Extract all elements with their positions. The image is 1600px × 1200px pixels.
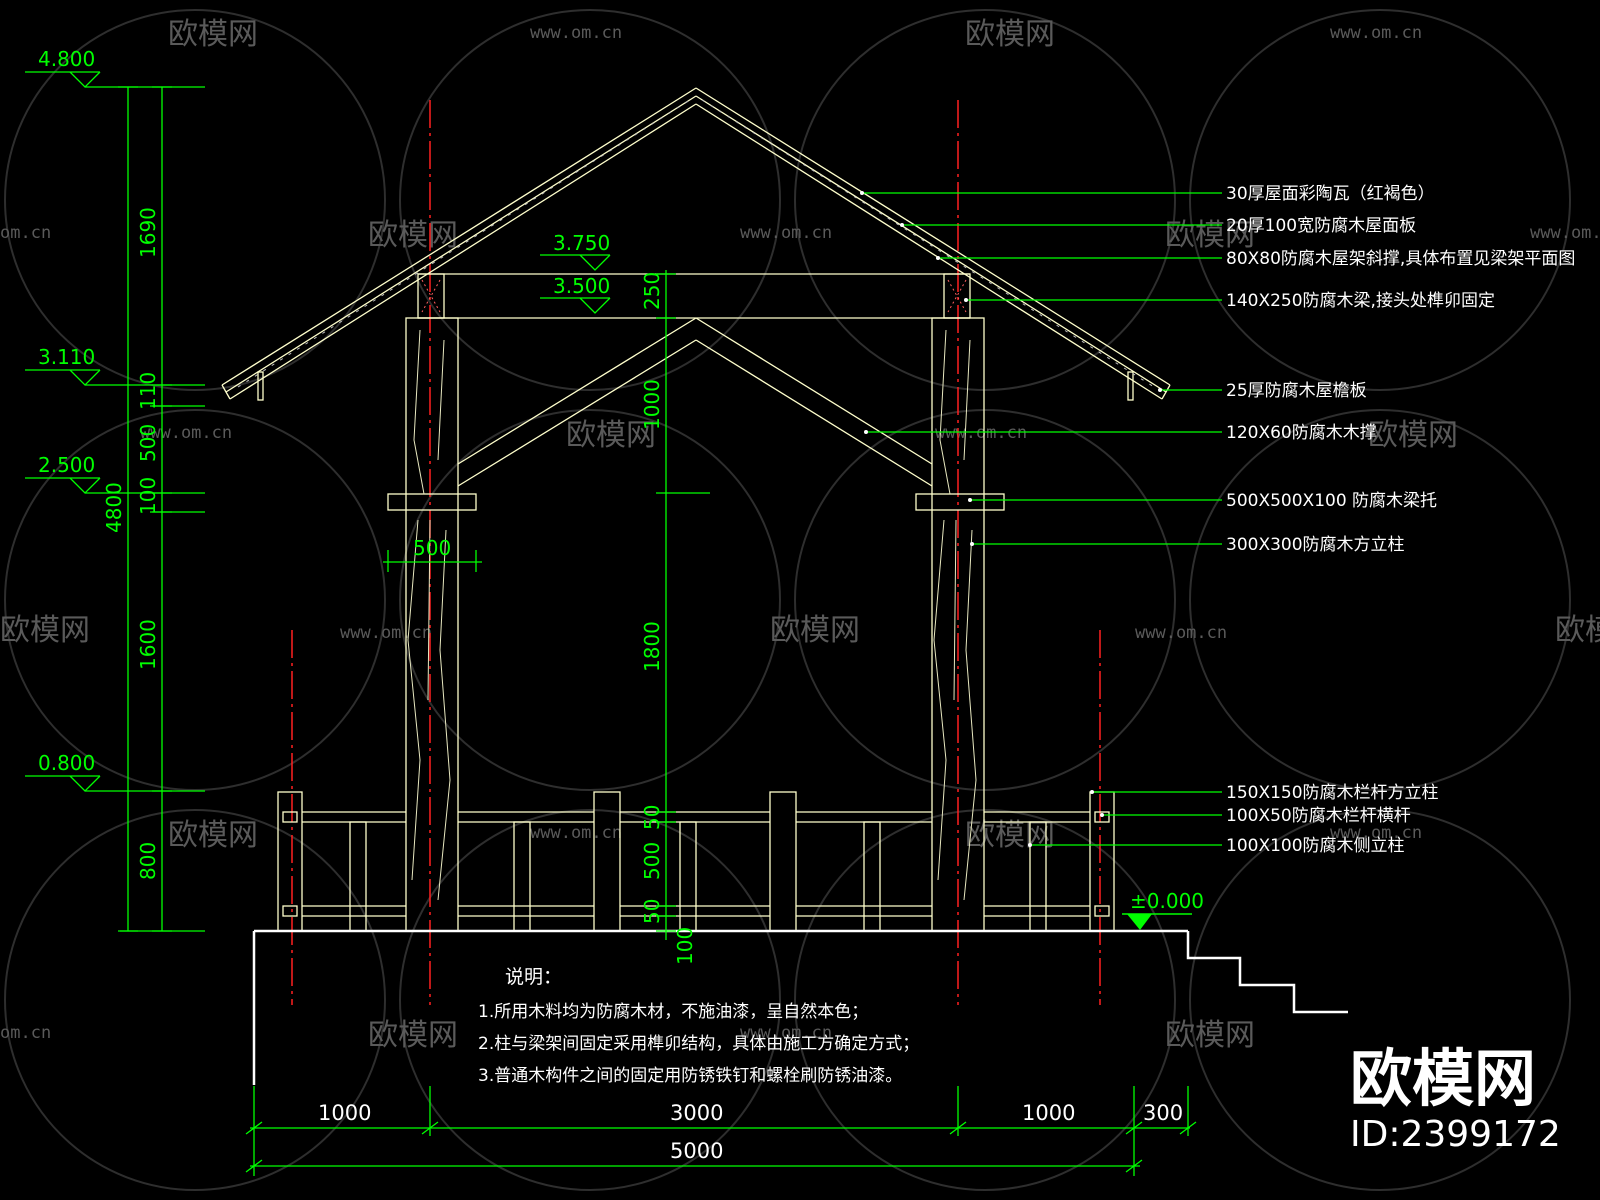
watermark-brand: 欧模网: [0, 613, 90, 648]
dim-1000-left: 1000: [318, 1101, 371, 1125]
dim-1800: 1800: [640, 621, 664, 672]
callout-rail-post: 150X150防腐木栏杆方立柱: [1226, 783, 1439, 803]
elevation-4800-label: 4.800: [38, 47, 95, 71]
watermark-url: www.om.cn: [740, 1023, 832, 1043]
watermark-url: www.om.cn: [140, 423, 232, 443]
column-grain: [407, 329, 977, 901]
dim-110: 110: [136, 372, 160, 410]
callout-eave-board: 25厚防腐木屋檐板: [1226, 381, 1367, 401]
watermark-brand: 欧模网: [1165, 218, 1255, 253]
railing: [277, 791, 1115, 932]
watermark-url: www.om.cn: [740, 223, 832, 243]
dim-100-base: 100: [673, 927, 697, 965]
elevation-0800-label: 0.800: [38, 751, 95, 775]
elevation-2500-label: 2.500: [38, 453, 95, 477]
watermark-brand: 欧模网: [1555, 613, 1600, 648]
elevation-marks: [25, 71, 611, 792]
callout-roof-tile: 30厚屋面彩陶瓦（红褐色）: [1226, 184, 1435, 204]
dim-50-bottom: 50: [640, 899, 664, 924]
dim-250: 250: [640, 272, 664, 310]
callout-main-beam: 140X250防腐木梁,接头处榫卯固定: [1226, 291, 1495, 311]
callout-strut: 120X60防腐木木撑: [1226, 423, 1377, 443]
watermark-url: www.om.cn: [1330, 23, 1422, 43]
elevation-zero-label: ±0.000: [1130, 889, 1204, 913]
datum-marker-icon: [1127, 914, 1152, 930]
dim-1600: 1600: [136, 619, 160, 670]
dim-1000: 1000: [640, 379, 664, 430]
watermark-url: om.cn: [0, 1023, 51, 1043]
watermark-brand: 欧模网: [1165, 1018, 1255, 1053]
callout-rail-bar: 100X50防腐木栏杆横杆: [1226, 806, 1411, 826]
dim-1000-right: 1000: [1022, 1101, 1075, 1125]
callout-leader-dots: [860, 191, 1162, 847]
brand-id: ID:2399172: [1350, 1114, 1561, 1155]
elevation-labels: 4.800 3.110 2.500 0.800 3.750 3.500: [38, 47, 610, 775]
dim-5000: 5000: [670, 1139, 723, 1163]
notes-item: 3.普通木构件之间的固定用防锈铁钉和螺栓刷防锈油漆。: [478, 1066, 902, 1086]
dim-800: 800: [136, 842, 160, 880]
watermark-url: www.om.cn: [530, 823, 622, 843]
watermark-text: 欧模网 欧模网 www.om.cn www.om.cn om.cn 欧模网 ww…: [0, 17, 1600, 1053]
dim-bracket-500: 500: [413, 536, 451, 560]
notes-item: 1.所用木料均为防腐木材，不施油漆，呈自然本色；: [478, 1002, 868, 1022]
watermark-url: www.om.cn: [530, 23, 622, 43]
callout-roof-brace: 80X80防腐木屋架斜撑,具体布置见梁架平面图: [1226, 249, 1575, 269]
callout-side-post: 100X100防腐木侧立柱: [1226, 836, 1405, 856]
notes-item: 2.柱与梁架间固定采用榫卯结构，具体由施工方确定方式；: [478, 1034, 919, 1054]
elevation-3750-label: 3.750: [553, 231, 610, 255]
dim-50-top: 50: [640, 805, 664, 830]
watermark-url: www.om.cn: [340, 623, 432, 643]
dim-500: 500: [136, 424, 160, 462]
callout-labels: 30厚屋面彩陶瓦（红褐色） 20厚100宽防腐木屋面板 80X80防腐木屋架斜撑…: [1226, 184, 1575, 856]
roof: [221, 87, 1171, 401]
watermark-url: om.cn: [0, 223, 51, 243]
watermark-brand: 欧模网: [566, 418, 656, 453]
callout-roof-board: 20厚100宽防腐木屋面板: [1226, 216, 1416, 236]
watermark-url: www.om.cn: [1330, 823, 1422, 843]
watermark-brand: 欧模网: [168, 17, 258, 52]
watermark-url: www.om.cn: [1135, 623, 1227, 643]
callout-leaders: [862, 192, 1222, 846]
bottom-dimension-chain: [245, 1086, 1197, 1176]
notes: 说明： 1.所用木料均为防腐木材，不施油漆，呈自然本色； 2.柱与梁架间固定采用…: [478, 966, 919, 1086]
dim-4800: 4800: [102, 482, 126, 533]
notes-title: 说明：: [505, 966, 562, 988]
dim-500-rail: 500: [640, 842, 664, 880]
callout-column: 300X300防腐木方立柱: [1226, 535, 1405, 555]
watermark-url: www.om.cn: [1530, 223, 1600, 243]
center-dimension-chain: [656, 270, 710, 940]
watermark-brand: 欧模网: [965, 17, 1055, 52]
brand-corner: 欧模网 ID:2399172: [1350, 1042, 1561, 1155]
left-dimension-chain: [118, 86, 205, 932]
watermark-brand: 欧模网: [770, 613, 860, 648]
elevation-3500-label: 3.500: [553, 274, 610, 298]
callout-beam-bracket: 500X500X100 防腐木梁托: [1226, 491, 1437, 511]
elevation-3110-label: 3.110: [38, 345, 95, 369]
dim-100: 100: [136, 477, 160, 515]
watermark-brand: 欧模网: [168, 818, 258, 853]
bottom-dimension-labels: 1000 3000 1000 300 5000: [318, 1101, 1183, 1163]
center-dimension-labels: 250 1000 1800 50 500 50 100: [640, 272, 697, 965]
watermark-circles: [4, 9, 1571, 1191]
dim-300: 300: [1143, 1101, 1183, 1125]
beam-truss: [417, 273, 971, 487]
brand-logo-text: 欧模网: [1350, 1042, 1536, 1115]
left-dimension-labels: 1690 110 500 100 1600 800 4800: [102, 207, 160, 880]
bracket-dimension: [383, 550, 482, 572]
platform: [252, 929, 1348, 1085]
dim-1690: 1690: [136, 207, 160, 258]
beam-end-hatch: [421, 279, 967, 313]
watermark-brand: 欧模网: [1368, 418, 1458, 453]
dim-3000: 3000: [670, 1101, 723, 1125]
watermark-url: www.om.cn: [935, 423, 1027, 443]
watermark-brand: 欧模网: [368, 1018, 458, 1053]
watermark-brand: 欧模网: [368, 218, 458, 253]
watermark-brand: 欧模网: [965, 818, 1055, 853]
